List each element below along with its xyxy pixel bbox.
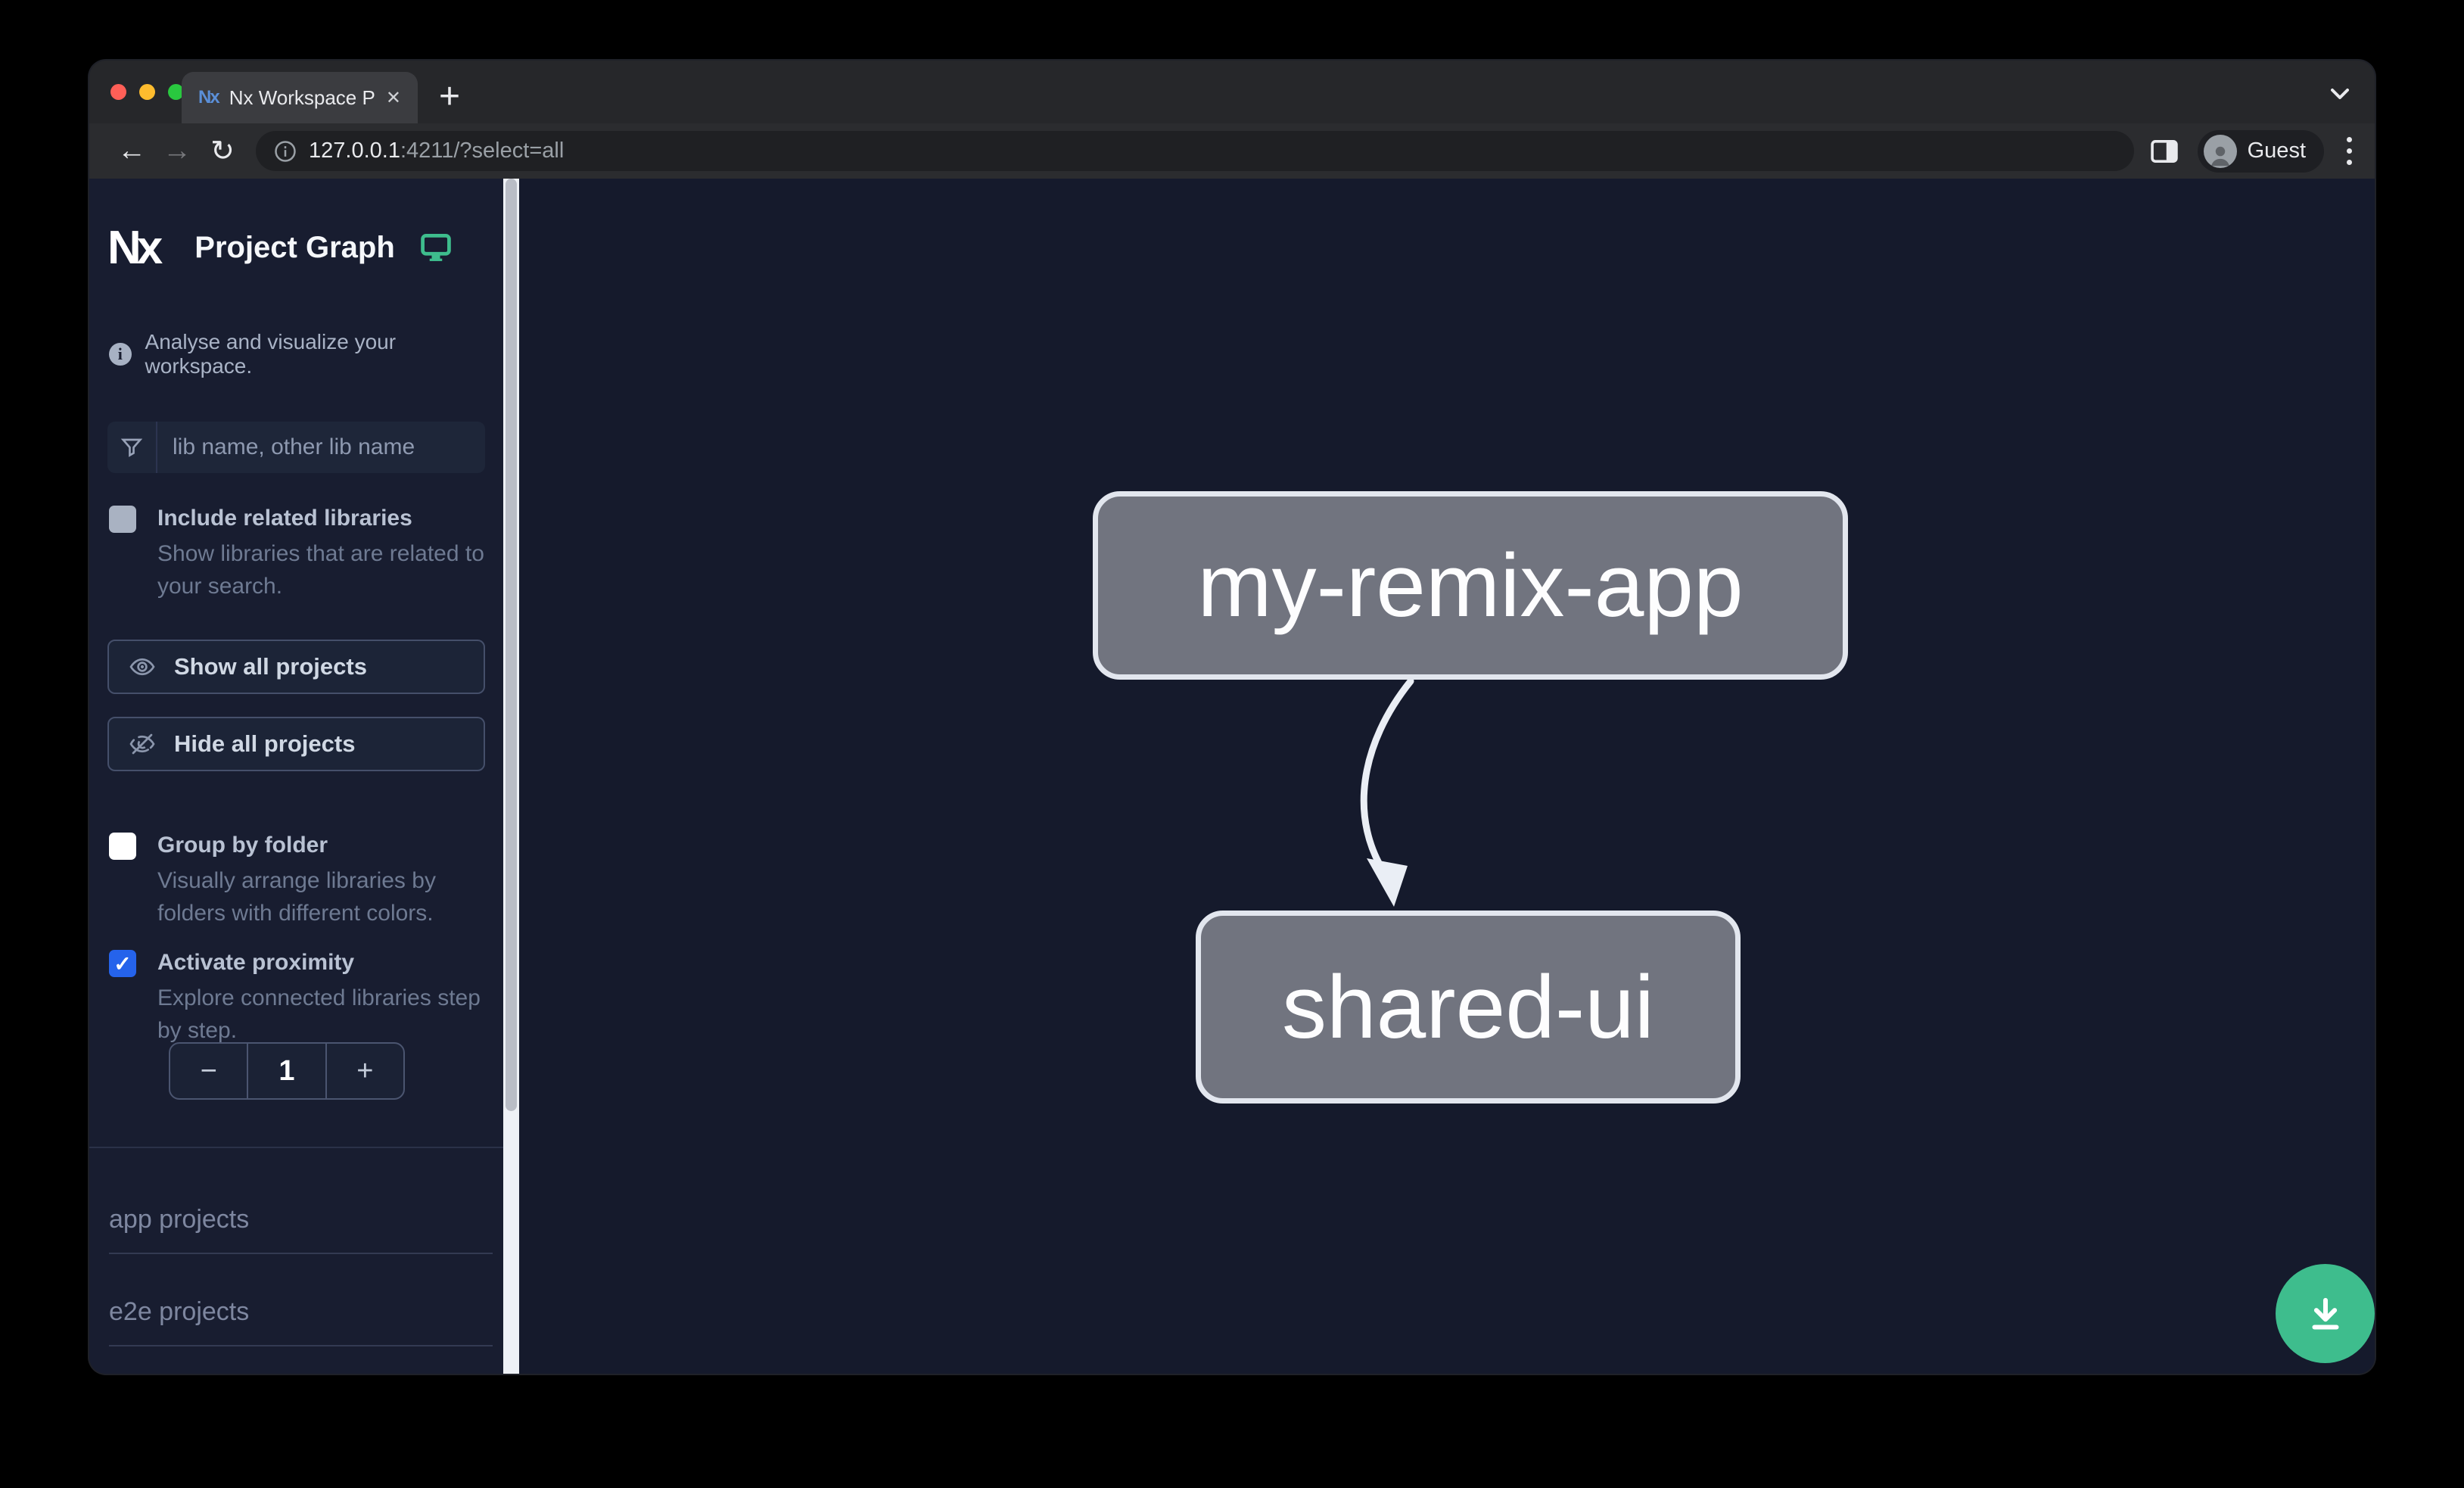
sidebar-header: Nx Project Graph [107, 206, 485, 289]
side-panel-icon[interactable] [2150, 139, 2178, 163]
forward-icon[interactable]: → [163, 135, 191, 167]
nx-logo: Nx [107, 221, 163, 274]
tab-title: Nx Workspace Project Graph [229, 86, 375, 109]
eye-icon [129, 658, 155, 676]
profile-label: Guest [2247, 139, 2306, 163]
address-bar[interactable]: 127.0.0.1:4211/?select=all [256, 131, 2134, 171]
graph-node-shared-ui[interactable]: shared-ui [1196, 911, 1741, 1104]
activate-proximity-row: ✓ Activate proximity Explore connected l… [109, 948, 485, 1047]
sidebar-scrollbar[interactable] [503, 179, 519, 1374]
monitor-icon[interactable] [419, 231, 453, 264]
hide-all-projects-button[interactable]: Hide all projects [107, 717, 485, 771]
tab-close-icon[interactable]: ✕ [385, 87, 401, 108]
filter-icon [107, 422, 157, 473]
include-related-checkbox[interactable] [109, 506, 136, 533]
content-area: Nx Project Graph i Analyse and visualize… [89, 179, 2375, 1374]
close-window-icon[interactable] [110, 84, 126, 100]
tagline-row: i Analyse and visualize your workspace. [109, 330, 503, 378]
show-all-projects-button[interactable]: Show all projects [107, 640, 485, 694]
url-path: :4211/?select=all [400, 139, 565, 163]
group-by-folder-checkbox[interactable] [109, 833, 136, 860]
group-by-folder-label: Group by folder [157, 833, 328, 858]
url-host: 127.0.0.1 [309, 139, 400, 163]
proximity-stepper: − 1 + [169, 1042, 405, 1100]
edge-my-remix-app-to-shared-ui [1360, 677, 1414, 907]
url-text[interactable]: 127.0.0.1:4211/?select=all [309, 139, 564, 163]
download-icon [2311, 1297, 2339, 1330]
tab-strip: Nx Nx Workspace Project Graph ✕ + [89, 61, 2375, 123]
tagline-text: Analyse and visualize your workspace. [145, 330, 397, 378]
info-icon: i [109, 343, 132, 366]
page-title: Project Graph [194, 230, 395, 264]
decrement-button[interactable]: − [200, 1054, 217, 1087]
new-tab-button[interactable]: + [439, 76, 461, 117]
include-related-label: Include related libraries [157, 506, 412, 531]
search-box [107, 422, 485, 473]
browser-menu-icon[interactable] [2344, 134, 2355, 168]
include-related-row: Include related libraries Show libraries… [109, 504, 485, 602]
activate-proximity-checkbox[interactable]: ✓ [109, 950, 136, 977]
group-by-folder-description: Visually arrange libraries by folders wi… [157, 868, 436, 926]
chevron-down-icon[interactable] [2331, 88, 2349, 100]
site-info-icon[interactable] [274, 140, 297, 163]
reload-icon[interactable]: ↻ [210, 135, 235, 167]
proximity-value: 1 [247, 1044, 325, 1098]
browser-tab[interactable]: Nx Nx Workspace Project Graph ✕ [182, 72, 418, 123]
download-graph-button[interactable] [2276, 1264, 2375, 1363]
zoom-window-icon[interactable] [168, 84, 184, 100]
section-e2e-projects[interactable]: e2e projects [109, 1297, 493, 1346]
profile-button[interactable]: Guest [2197, 129, 2324, 173]
nx-favicon-icon: Nx [198, 87, 220, 107]
section-divider [89, 1147, 503, 1148]
show-all-projects-label: Show all projects [174, 653, 367, 680]
hide-all-projects-label: Hide all projects [174, 730, 356, 757]
include-related-description: Show libraries that are related to your … [157, 541, 484, 599]
graph-canvas[interactable]: my-remix-app shared-ui [519, 179, 2375, 1374]
activate-proximity-label: Activate proximity [157, 950, 355, 975]
section-app-projects[interactable]: app projects [109, 1205, 493, 1254]
window-controls [110, 84, 184, 100]
minimize-window-icon[interactable] [139, 84, 155, 100]
toolbar-right: Guest [2150, 129, 2355, 173]
graph-node-my-remix-app[interactable]: my-remix-app [1093, 491, 1848, 680]
browser-window: Nx Nx Workspace Project Graph ✕ + ← → ↻ … [89, 61, 2375, 1374]
increment-button[interactable]: + [325, 1044, 403, 1098]
sidebar: Nx Project Graph i Analyse and visualize… [89, 179, 503, 1374]
browser-toolbar: ← → ↻ 127.0.0.1:4211/?select=all [89, 123, 2375, 179]
avatar-icon [2203, 134, 2237, 168]
scrollbar-thumb[interactable] [506, 179, 517, 1111]
eye-off-icon [129, 733, 155, 755]
group-by-folder-row: Group by folder Visually arrange librari… [109, 831, 485, 929]
search-input[interactable] [157, 434, 485, 460]
back-icon[interactable]: ← [117, 135, 146, 167]
activate-proximity-description: Explore connected libraries step by step… [157, 985, 481, 1043]
